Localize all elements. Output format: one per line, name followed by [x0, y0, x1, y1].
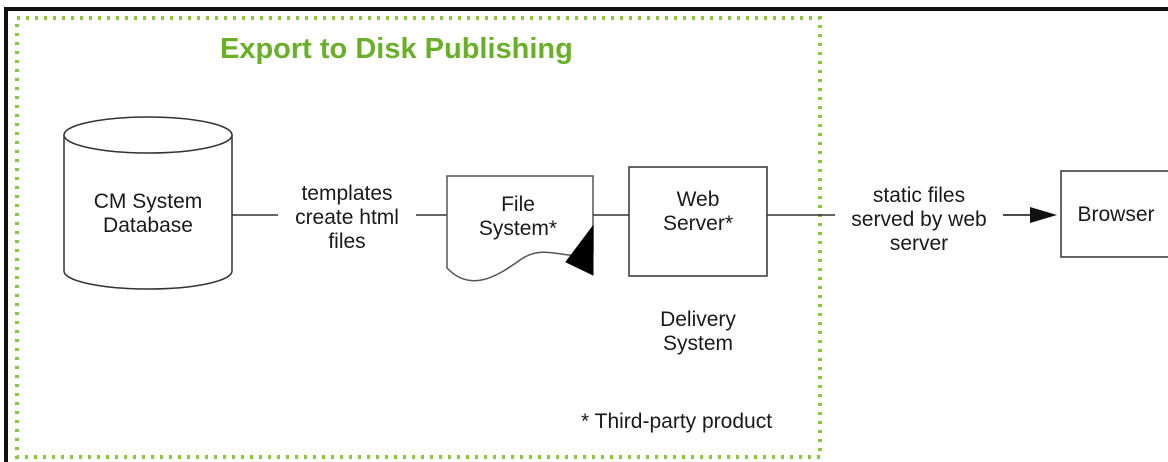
- browser-label: Browser: [1077, 203, 1155, 226]
- database-cylinder: [63, 116, 233, 290]
- file-system-label: File System*: [478, 193, 558, 240]
- web-server-label: Web Server*: [662, 188, 734, 235]
- diagram-title: Export to Disk Publishing: [220, 33, 573, 65]
- outer-frame: [4, 7, 1168, 462]
- file-system-document: [446, 175, 594, 282]
- web-server-box: [628, 166, 768, 277]
- templates-edge-label: templates create html files: [295, 182, 399, 253]
- database-label: CM System Database: [93, 190, 203, 237]
- footnote: * Third-party product: [581, 410, 773, 433]
- static-files-edge-label: static files served by web server: [851, 184, 987, 255]
- arrow-head-icon: [1030, 207, 1057, 223]
- browser-box: [1060, 170, 1168, 258]
- delivery-system-label: Delivery System: [660, 308, 736, 355]
